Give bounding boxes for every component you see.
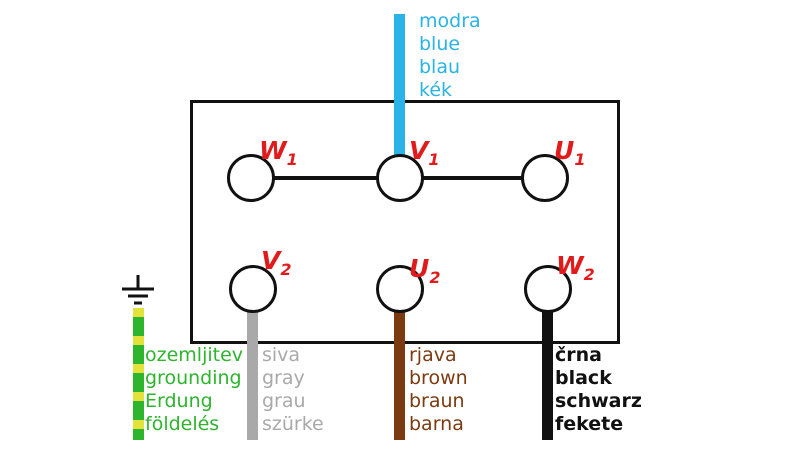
wire-label: gray xyxy=(262,367,305,389)
terminal-index: 1 xyxy=(574,150,586,169)
wire-label: rjava xyxy=(409,344,457,366)
terminal-w2 xyxy=(524,265,572,313)
terminal-letter: U xyxy=(409,254,430,283)
terminal-u1 xyxy=(521,154,569,202)
ground-wire xyxy=(133,308,144,440)
wire-label: földelés xyxy=(145,413,220,435)
gray-wire-label-column: siva gray grau szürke xyxy=(262,344,324,436)
wire-label: black xyxy=(555,367,612,389)
terminal-label-u2: U2 xyxy=(409,254,440,287)
blue-wire-label-column: modra blue blau kék xyxy=(419,10,481,102)
wire-label: barna xyxy=(409,413,464,435)
terminal-v1 xyxy=(376,154,424,202)
blue-wire xyxy=(394,14,405,162)
earth-ground-icon xyxy=(122,275,154,305)
terminal-letter: U xyxy=(554,136,575,165)
wire-label: grau xyxy=(262,390,306,412)
terminal-label-u1: U1 xyxy=(554,136,585,169)
terminal-index: 1 xyxy=(286,150,298,169)
wire-label: črna xyxy=(555,344,602,366)
terminal-w1 xyxy=(227,154,275,202)
terminal-label-v1: V1 xyxy=(409,136,440,169)
terminal-label-w2: W2 xyxy=(556,251,595,284)
terminal-index: 2 xyxy=(429,268,441,287)
wire-label: braun xyxy=(409,390,465,412)
wire-label: modra xyxy=(419,10,481,32)
terminal-index: 1 xyxy=(428,150,440,169)
terminal-u2 xyxy=(376,265,424,313)
wire-label: blue xyxy=(419,33,461,55)
wire-label: blau xyxy=(419,56,461,78)
gray-wire xyxy=(247,308,258,440)
black-wire-label-column: črna black schwarz fekete xyxy=(555,344,642,436)
terminal-index: 2 xyxy=(280,260,292,279)
brown-wire-label-column: rjava brown braun barna xyxy=(409,344,468,436)
wire-label: szürke xyxy=(262,413,324,435)
wire-label: siva xyxy=(262,344,301,366)
wire-label: Erdung xyxy=(145,390,213,412)
wire-label: fekete xyxy=(555,413,624,435)
terminal-label-v2: V2 xyxy=(261,246,292,279)
ground-wire-label-column: ozemljitev grounding Erdung földelés xyxy=(145,344,243,436)
wire-label: schwarz xyxy=(555,390,642,412)
terminal-letter: V xyxy=(409,136,429,165)
wire-label: ozemljitev xyxy=(145,344,244,366)
terminal-letter: W xyxy=(259,136,287,165)
terminal-label-w1: W1 xyxy=(259,136,298,169)
black-wire xyxy=(542,308,553,440)
terminal-index: 2 xyxy=(583,265,595,284)
terminal-letter: V xyxy=(261,246,281,275)
wire-label: brown xyxy=(409,367,468,389)
terminal-v2 xyxy=(229,265,277,313)
wire-label: kék xyxy=(419,79,453,101)
brown-wire xyxy=(394,308,405,440)
terminal-letter: W xyxy=(556,251,584,280)
wire-label: grounding xyxy=(145,367,242,389)
